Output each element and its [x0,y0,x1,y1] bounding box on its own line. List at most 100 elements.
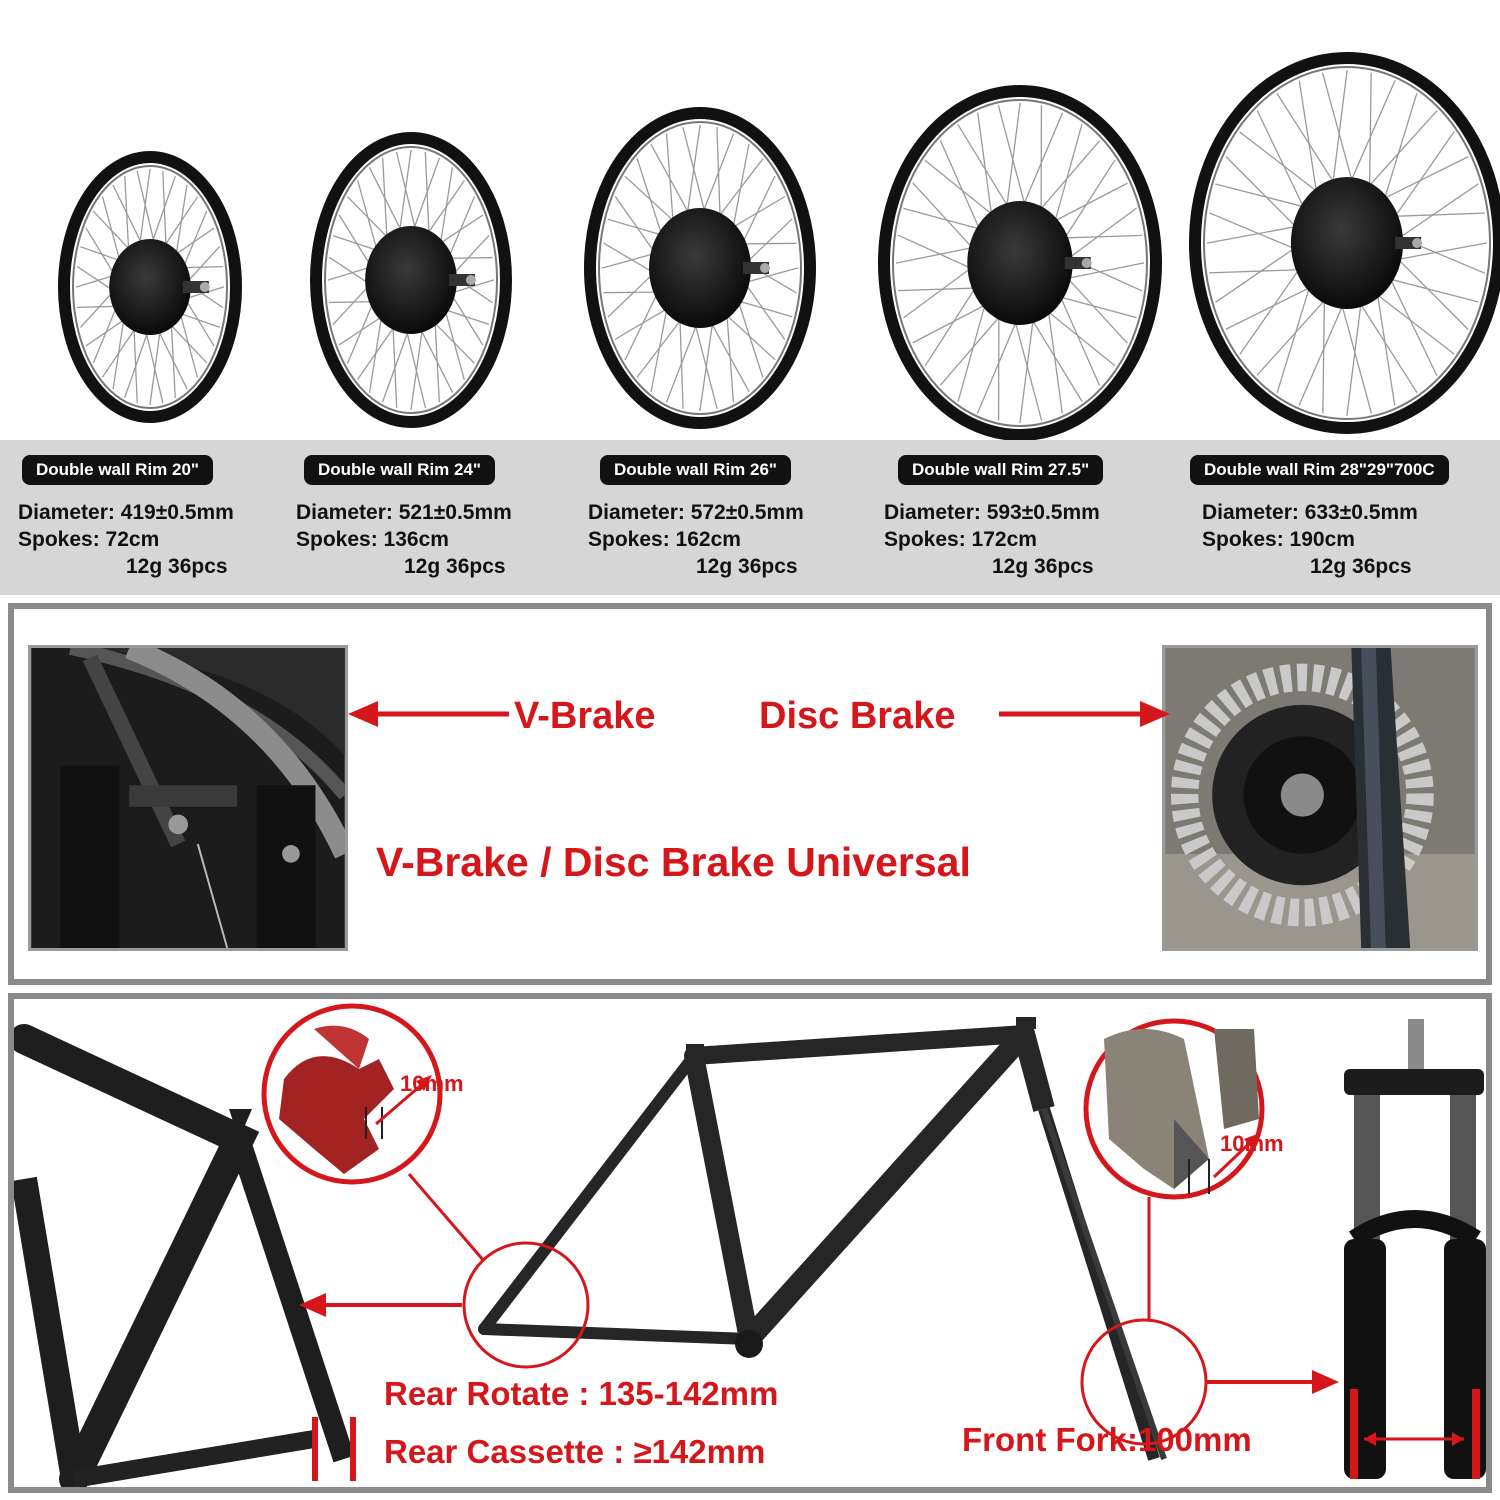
spoke [725,196,786,232]
wheel-spec-24: Double wall Rim 24" Diameter: 521±0.5mm … [296,455,596,580]
spoke [924,279,981,367]
gauge-text: 12g 36pcs [1310,555,1412,578]
spoke [424,151,431,243]
rim-badge: Double wall Rim 27.5" [898,455,1104,485]
diameter-text: Diameter: 419±0.5mm [18,501,234,524]
wheel-28 [1189,52,1500,434]
spoke [1061,207,1137,264]
spoke [1026,311,1083,402]
spoke [1369,288,1455,355]
rear-dropout-zoom [261,1003,443,1185]
spoke [410,157,441,238]
gauge-text: 12g 36pcs [404,555,506,578]
rim-inner [72,165,228,409]
wheel-26 [584,107,816,429]
spoke [957,124,1014,215]
spoke [138,168,151,252]
fork-arrow-head [1312,1370,1339,1394]
axle-nut [465,275,476,285]
spoke [1012,311,1043,421]
rear-zoom-connector [407,1173,486,1262]
spoke [665,133,675,232]
disc-brake-label: Disc Brake [759,695,956,737]
spoke [174,184,188,263]
spoke [124,325,151,399]
spoke [433,313,440,403]
spoke [410,320,425,411]
diameter-text: Diameter: 593±0.5mm [884,501,1100,524]
rear-frame-closeup [14,1024,355,1487]
spoke [381,322,412,403]
v-brake-image [31,648,345,948]
spoke [614,304,675,340]
spoke [1385,212,1485,218]
spoke [416,322,454,393]
frame-diagram: 10mm 10mm Rear Rotate : 135-142mm Rea [14,1003,1486,1487]
v-brake-arrow-head [348,701,378,727]
axle-nut [760,263,770,273]
spoke [368,307,384,393]
spoke [1385,269,1438,376]
spoke [149,322,162,406]
spoke [1390,251,1469,331]
gauge-text: 12g 36pcs [696,555,798,578]
spoke [636,158,666,245]
spoke [1215,183,1313,210]
diameter-text: Diameter: 633±0.5mm [1202,501,1418,524]
rim-inner [892,99,1148,427]
hub-motor [1290,177,1404,309]
spoke [903,207,988,232]
axle-nut [1081,258,1092,268]
spoke [730,143,750,238]
spoke [1208,212,1304,253]
front-dropout-size: 10mm [1220,1131,1284,1156]
spoke [1256,292,1333,376]
spokes-text: Spokes: 190cm [1202,528,1355,551]
axle-nut [199,282,210,292]
spoke [1391,183,1479,244]
suspension-fork [1344,1019,1486,1479]
hub-motor [109,239,191,335]
spoke [1298,295,1348,406]
wheel-spec-28: Double wall Rim 28"29"700C Diameter: 633… [1190,455,1490,580]
rear-rotate-label: Rear Rotate : 135-142mm [384,1375,778,1412]
wheel-24 [310,132,512,428]
v-brake-label: V-Brake [514,695,656,737]
spoke [1381,276,1479,303]
spoke [101,196,123,268]
spoke [957,294,989,402]
spoke [133,320,138,404]
spoke [1346,292,1363,417]
spoke [1239,260,1306,355]
spoke [699,133,735,221]
spoke [162,170,167,254]
spoke [716,127,722,227]
spoke [395,151,419,238]
spoke [155,324,188,390]
axle-nut [1412,238,1423,248]
spoke [1346,80,1396,191]
spoke [682,127,708,221]
brake-panel: V-Brake Disc Brake V-Brake / Disc Brake … [8,603,1492,985]
spoke [124,176,130,258]
spoke [1040,305,1116,367]
spoke [1380,92,1418,210]
spokes-text: Spokes: 72cm [18,528,160,551]
spoke [725,304,735,403]
spoke [685,124,701,223]
rear-dropout-size: 10mm [400,1071,464,1096]
spoke [1239,131,1325,198]
spoke [624,175,681,227]
spoke [1225,282,1319,330]
wheel-spec-20: Double wall Rim 20" Diameter: 419±0.5mm … [18,455,318,580]
rear-dropout-marker [462,1241,590,1369]
spoke [92,210,135,255]
spoke [713,158,764,224]
spoke [165,319,208,364]
rear-arrow-head [299,1293,326,1317]
spoke [428,316,476,364]
spoke [391,317,398,409]
wheel-spec-26: Double wall Rim 26" Diameter: 572±0.5mm … [588,455,888,580]
diameter-text: Diameter: 521±0.5mm [296,501,512,524]
rim-badge: Double wall Rim 26" [600,455,791,485]
